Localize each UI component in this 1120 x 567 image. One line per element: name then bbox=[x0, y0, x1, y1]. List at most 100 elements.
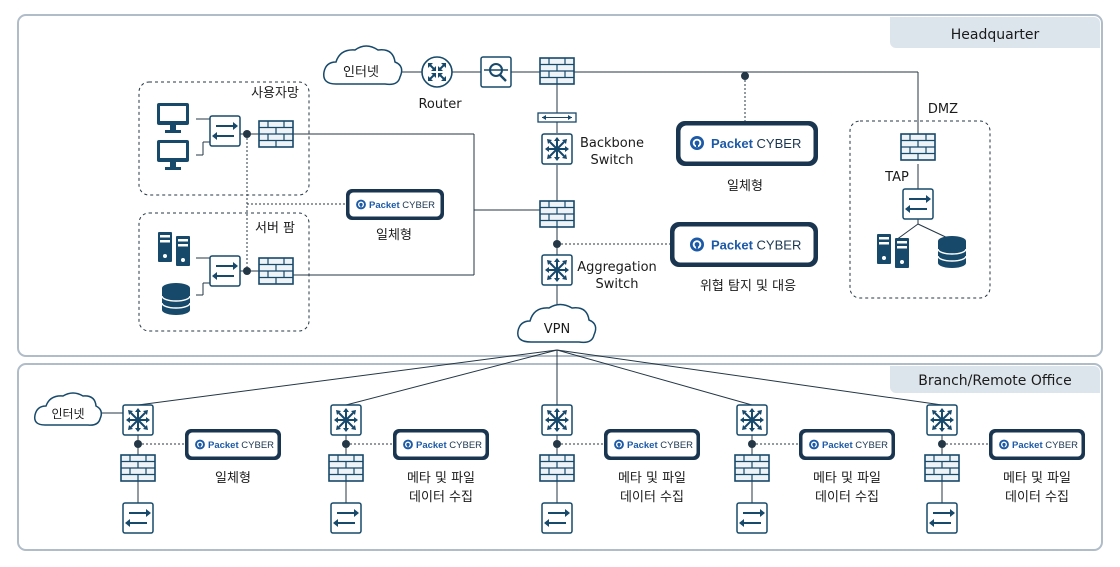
branch-title: Branch/Remote Office bbox=[918, 373, 1071, 389]
dmz-label: DMZ bbox=[928, 102, 958, 117]
server-farm-label: 서버 팜 bbox=[255, 221, 295, 236]
cloud-icon bbox=[323, 45, 403, 86]
vpn-links bbox=[137, 349, 943, 406]
branch-appliance: Packet CYBER bbox=[799, 429, 895, 460]
switch-icon bbox=[926, 502, 958, 534]
server-switch bbox=[209, 255, 241, 287]
firewall-icon bbox=[900, 133, 936, 161]
appliance-threat: Packet CYBER bbox=[670, 222, 818, 267]
svg-text:Packet CYBER: Packet CYBER bbox=[369, 200, 435, 211]
packet-cyber-logo bbox=[690, 237, 704, 252]
switch-icon bbox=[736, 502, 768, 534]
branch-appliance: Packet CYBER bbox=[604, 429, 700, 460]
appliance-threat-caption: 위협 탐지 및 대응 bbox=[700, 279, 796, 294]
svg-text:인터넷: 인터넷 bbox=[343, 65, 379, 80]
branch-caption: 데이터 수집 bbox=[409, 490, 473, 505]
svg-text:Packet CYBER: Packet CYBER bbox=[208, 440, 274, 451]
headquarter-title-tab bbox=[890, 17, 1100, 48]
cloud-icon bbox=[33, 392, 103, 426]
tap-point bbox=[748, 440, 756, 448]
appliance-left-caption: 일체형 bbox=[376, 228, 412, 243]
packet-cyber-logo bbox=[403, 439, 413, 450]
core-firewall bbox=[539, 200, 575, 228]
hq-links bbox=[196, 71, 953, 318]
branch-title-tab bbox=[890, 366, 1100, 393]
firewall-icon bbox=[539, 200, 575, 228]
packet-cyber-logo bbox=[195, 439, 205, 450]
core-switch-icon bbox=[736, 404, 768, 436]
branch-caption: 메타 및 파일 bbox=[1003, 471, 1071, 486]
branch-caption: 일체형 bbox=[215, 471, 251, 486]
svg-text:Packet CYBER: Packet CYBER bbox=[1012, 440, 1078, 451]
tap-point bbox=[938, 440, 946, 448]
branch-caption: 데이터 수집 bbox=[1005, 490, 1069, 505]
appliance-main: Packet CYBER bbox=[676, 121, 818, 166]
headquarter-title: Headquarter bbox=[951, 27, 1040, 43]
analyzer bbox=[480, 56, 512, 88]
svg-text:Packet CYBER: Packet CYBER bbox=[711, 238, 801, 253]
packet-cyber-logo bbox=[614, 439, 624, 450]
tap-point bbox=[342, 440, 350, 448]
backbone-label-1: Backbone bbox=[580, 136, 644, 151]
branch-appliance: Packet CYBER bbox=[989, 429, 1085, 460]
svg-text:Packet CYBER: Packet CYBER bbox=[627, 440, 693, 451]
dmz-group bbox=[849, 120, 991, 299]
switch-icon bbox=[902, 188, 934, 220]
svg-text:Packet CYBER: Packet CYBER bbox=[822, 440, 888, 451]
edge-firewall bbox=[539, 57, 575, 85]
packet-cyber-logo bbox=[809, 439, 819, 450]
branch-caption: 데이터 수집 bbox=[815, 490, 879, 505]
packet-cyber-logo bbox=[690, 136, 704, 150]
server-database bbox=[161, 282, 191, 316]
core-switch-icon bbox=[541, 404, 573, 436]
firewall-icon bbox=[924, 454, 960, 482]
firewall-icon bbox=[120, 454, 156, 482]
switch-icon bbox=[330, 502, 362, 534]
branch-caption: 메타 및 파일 bbox=[813, 471, 881, 486]
branch-appliance: Packet CYBER bbox=[185, 429, 281, 460]
hq-tap-links bbox=[246, 76, 746, 271]
hq-tap-points bbox=[243, 72, 749, 275]
aggregation-label-2: Switch bbox=[596, 277, 639, 292]
dmz-switch bbox=[902, 188, 934, 220]
user-network-label: 사용자망 bbox=[251, 86, 299, 101]
core-switch-icon bbox=[330, 404, 362, 436]
router bbox=[421, 56, 453, 88]
database-icon bbox=[161, 282, 191, 316]
dmz-database bbox=[937, 235, 967, 269]
branch-caption: 메타 및 파일 bbox=[618, 471, 686, 486]
tap-point bbox=[134, 440, 142, 448]
core-switch-icon bbox=[122, 404, 154, 436]
switch-icon bbox=[209, 255, 241, 287]
internet-cloud: 인터넷 bbox=[323, 45, 403, 86]
branch-appliance: Packet CYBER bbox=[393, 429, 489, 460]
svg-text:Packet CYBER: Packet CYBER bbox=[416, 440, 482, 451]
firewall-icon bbox=[734, 454, 770, 482]
firewall-icon bbox=[539, 454, 575, 482]
branch-caption: 데이터 수집 bbox=[620, 490, 684, 505]
svg-text:Packet CYBER: Packet CYBER bbox=[711, 136, 801, 151]
packet-cyber-logo bbox=[999, 439, 1009, 450]
firewall-icon bbox=[258, 257, 294, 285]
appliance-main-caption: 일체형 bbox=[727, 179, 763, 194]
backbone-switch bbox=[541, 133, 573, 165]
database-icon bbox=[937, 235, 967, 269]
switch-icon bbox=[209, 115, 241, 147]
branch-site: Packet CYBER 일체형 bbox=[120, 404, 281, 534]
switch-icon bbox=[541, 502, 573, 534]
branch-caption: 메타 및 파일 bbox=[407, 471, 475, 486]
core-switch-icon bbox=[541, 254, 573, 286]
vpn-cloud: VPN bbox=[517, 303, 597, 344]
user-firewall bbox=[258, 120, 294, 148]
backbone-link-switch bbox=[537, 112, 577, 123]
svg-text:인터넷: 인터넷 bbox=[51, 407, 84, 421]
branch-internet-cloud: 인터넷 bbox=[33, 392, 123, 426]
dmz-firewall bbox=[900, 133, 936, 161]
router-label: Router bbox=[418, 97, 462, 112]
user-switch bbox=[209, 115, 241, 147]
